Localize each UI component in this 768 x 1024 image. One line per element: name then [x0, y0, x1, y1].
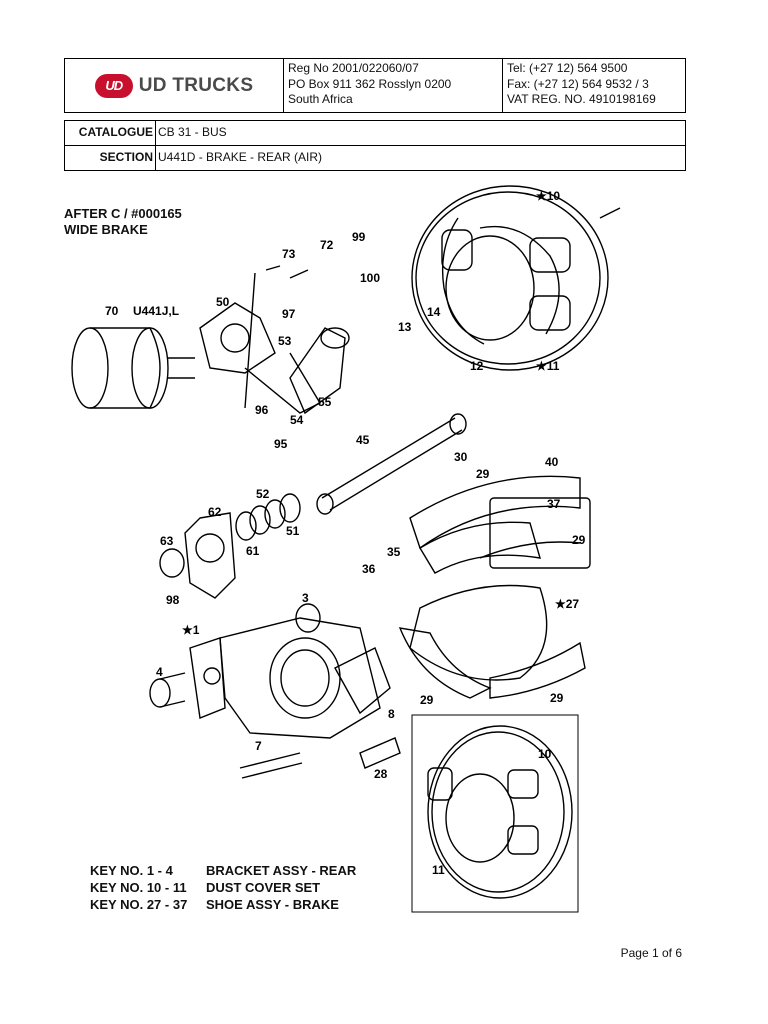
callout-label: 29: [420, 693, 434, 707]
callout-label: 13: [398, 320, 412, 334]
section-row: SECTION U441D - BRAKE - REAR (AIR): [65, 145, 685, 170]
contact-block: Tel: (+27 12) 564 9500 Fax: (+27 12) 564…: [503, 59, 685, 112]
key-range: KEY NO. 10 - 11: [90, 880, 187, 895]
callout-label: 97: [282, 307, 296, 321]
bracket-casting: [189, 617, 391, 739]
callout-label: 35: [387, 545, 401, 559]
address-block: Reg No 2001/022060/07 PO Box 911 362 Ros…: [284, 59, 503, 112]
key-description: DUST COVER SET: [206, 880, 321, 895]
letterhead: UD UD TRUCKS Reg No 2001/022060/07 PO Bo…: [64, 58, 686, 113]
key-description: SHOE ASSY - BRAKE: [206, 897, 339, 912]
callout-label: 40: [545, 455, 559, 469]
camshaft: [316, 413, 467, 515]
logo-cell: UD UD TRUCKS: [65, 59, 284, 112]
callout-label: 4: [156, 665, 163, 679]
callout-label: 29: [550, 691, 564, 705]
callout-label: 98: [166, 593, 180, 607]
callout-label: 14: [427, 305, 441, 319]
callout-label: 72: [320, 238, 334, 252]
key-description: BRACKET ASSY - REAR: [206, 863, 357, 878]
brake-chamber: [71, 327, 195, 409]
brake-shoes: [398, 475, 591, 699]
callout-label: 53: [278, 334, 292, 348]
callout-label: 29: [572, 533, 586, 547]
contact-line: VAT REG. NO. 4910198169: [507, 92, 656, 106]
callout-label: 63: [160, 534, 174, 548]
catalogue-section-table: CATALOGUE CB 31 - BUS SECTION U441D - BR…: [64, 120, 686, 171]
callout-label: 3: [302, 591, 309, 605]
callout-label: 54: [290, 413, 304, 427]
key-row: KEY NO. 10 - 11 DUST COVER SET: [90, 879, 356, 896]
dust-cover-top: [411, 185, 621, 371]
contact-line: Fax: (+27 12) 564 9532 / 3: [507, 76, 649, 91]
callout-label: 100: [360, 271, 380, 285]
callout-label: ★10: [536, 189, 560, 203]
callout-label: 29: [476, 467, 490, 481]
callout-label: 37: [547, 497, 561, 511]
callout-label: ★27: [555, 597, 579, 611]
key-range: KEY NO. 1 - 4: [90, 863, 173, 878]
exploded-parts-diagram: ★10 99 72 73 100 50 70 U441J,L 14 13 97 …: [71, 185, 621, 913]
callout-label: 8: [388, 707, 395, 721]
callout-label: 45: [356, 433, 370, 447]
callout-label: 96: [255, 403, 269, 417]
callout-label: 73: [282, 247, 296, 261]
section-label: SECTION: [65, 146, 156, 170]
callout-label: ★1: [182, 623, 200, 637]
diagram-heading-line: AFTER C / #000165: [64, 206, 182, 221]
logo-text: UD TRUCKS: [138, 74, 254, 96]
ud-trucks-logo: UD UD TRUCKS: [94, 73, 254, 98]
page-number: Page 1 of 6: [620, 946, 682, 960]
catalogue-label: CATALOGUE: [65, 121, 156, 145]
catalogue-value: CB 31 - BUS: [158, 125, 227, 139]
callout-label: 70: [105, 304, 119, 318]
callout-label: U441J,L: [133, 304, 179, 318]
catalogue-row: CATALOGUE CB 31 - BUS: [65, 121, 685, 145]
callout-label: 51: [286, 524, 300, 538]
key-row: KEY NO. 1 - 4 BRACKET ASSY - REAR: [90, 862, 356, 879]
contact-line: Tel: (+27 12) 564 9500: [507, 61, 628, 75]
key-row: KEY NO. 27 - 37 SHOE ASSY - BRAKE: [90, 896, 356, 913]
diagram-heading: AFTER C / #000165 WIDE BRAKE: [64, 206, 182, 238]
key-range: KEY NO. 27 - 37: [90, 897, 188, 912]
callout-label: 11: [432, 863, 445, 877]
callout-label: 99: [352, 230, 366, 244]
diagram-heading-line: WIDE BRAKE: [64, 222, 148, 237]
callout-label: 52: [256, 487, 270, 501]
dust-cover-bottom: [427, 725, 573, 899]
callout-label: 7: [255, 739, 262, 753]
callout-label: 62: [208, 505, 222, 519]
callout-label: 28: [374, 767, 388, 781]
address-line: South Africa: [288, 92, 353, 106]
address-line: PO Box 911 362 Rosslyn 0200: [288, 76, 452, 91]
callout-label: 95: [274, 437, 288, 451]
address-line: Reg No 2001/022060/07: [288, 61, 419, 75]
callout-label: 10: [538, 747, 552, 761]
key-legend: KEY NO. 1 - 4 BRACKET ASSY - REAR KEY NO…: [90, 862, 356, 913]
callout-label: 36: [362, 562, 376, 576]
callout-label: 61: [246, 544, 260, 558]
logo-badge: UD: [94, 73, 133, 98]
callout-label: 12: [470, 359, 484, 373]
callout-label: 55: [318, 395, 332, 409]
section-value: U441D - BRAKE - REAR (AIR): [158, 150, 323, 164]
callout-label: 50: [216, 295, 230, 309]
callout-label: ★11: [536, 359, 560, 373]
callout-label: 30: [454, 450, 468, 464]
